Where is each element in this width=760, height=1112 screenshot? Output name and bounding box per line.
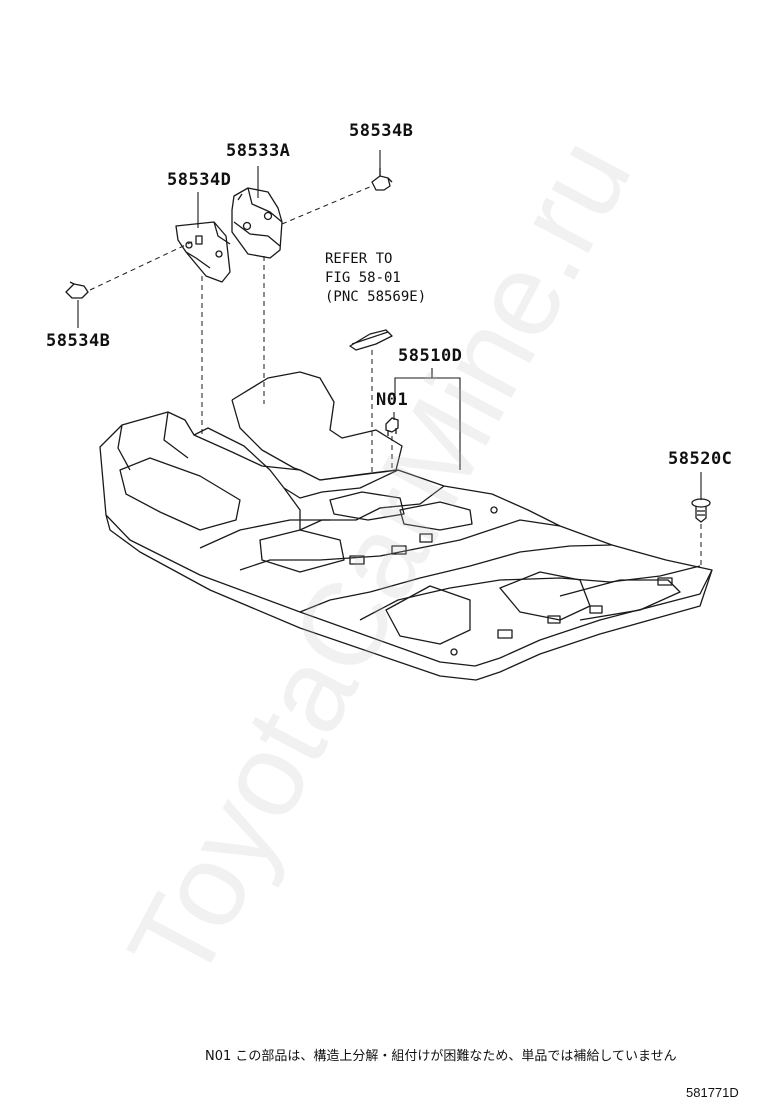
leader-lines [77,150,702,500]
supply-note: N01 この部品は、構造上分解・組付けが困難なため、単品では補給していません [205,1049,677,1064]
callout-N01: N01 [376,390,409,410]
dashed-assembly-lines [89,185,702,566]
clip-58520C [691,498,711,523]
clip-58534B-top [371,168,393,191]
refer-line-2: FIG 58-01 [325,270,401,286]
refer-note: REFER TO FIG 58-01 (PNC 58569E) [325,250,426,307]
bracket-58533A [231,187,283,259]
refer-line-3: (PNC 58569E) [325,289,427,305]
refer-part-58569E [349,329,393,351]
clip-N01 [385,417,399,436]
floor-carpet-58510D [99,371,713,681]
bracket-58534D [175,221,231,283]
callout-58510D: 58510D [398,346,463,366]
callout-58534D: 58534D [167,170,232,190]
clip-58534B-left [65,281,89,299]
figure-number: 581771D [686,1085,739,1100]
callout-58534B-left: 58534B [46,331,111,351]
callout-58533A: 58533A [226,141,291,161]
refer-line-1: REFER TO [325,251,393,267]
callout-58520C: 58520C [668,449,733,469]
callout-58534B-top: 58534B [349,121,414,141]
